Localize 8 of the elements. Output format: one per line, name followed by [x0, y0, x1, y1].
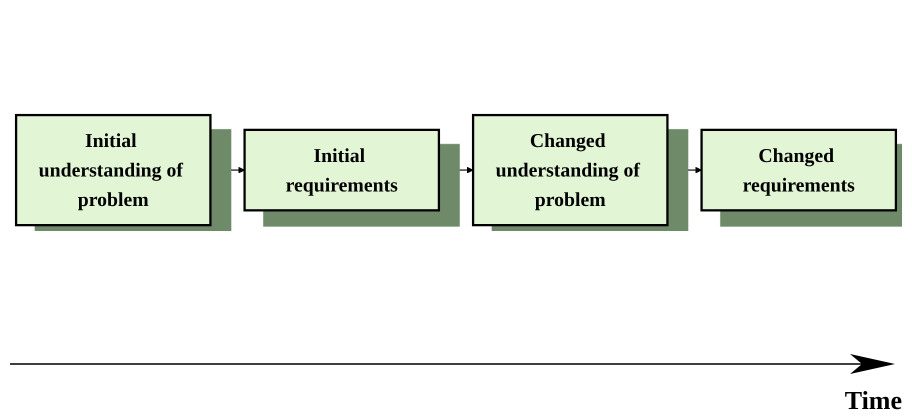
node-box: Initial understanding of problem — [14, 114, 212, 226]
arrow — [438, 166, 474, 174]
arrow — [210, 166, 245, 174]
node-box: Changed understanding of problem — [472, 114, 669, 226]
axis-label: Time — [844, 386, 902, 415]
node-box: Initial requirements — [243, 128, 440, 212]
arrow — [667, 166, 702, 174]
node-box: Changed requirements — [700, 128, 898, 212]
